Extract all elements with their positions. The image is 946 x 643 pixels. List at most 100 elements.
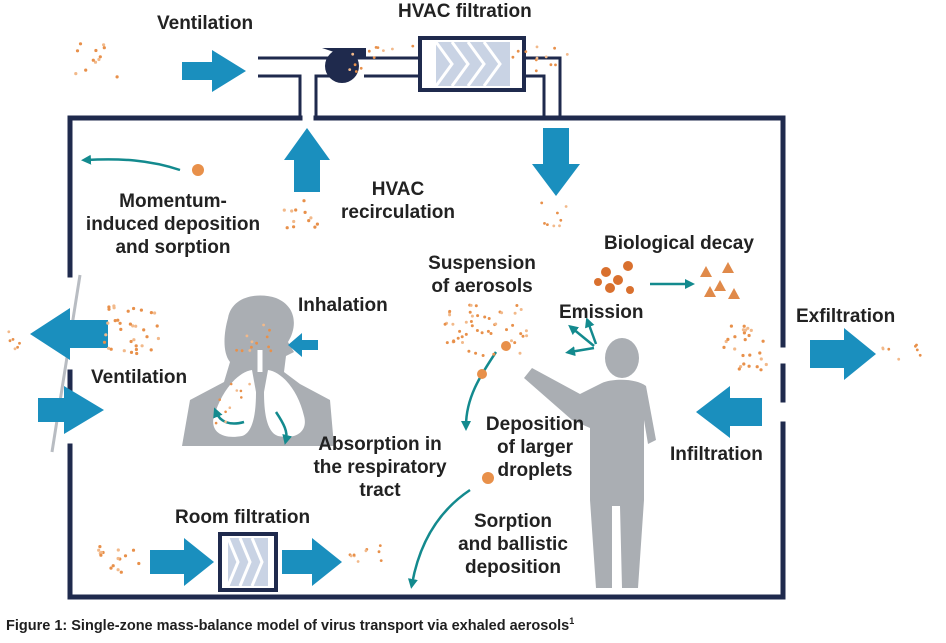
aerosol-particle (764, 362, 768, 367)
aerosol-particle (122, 349, 126, 353)
virus-particle (601, 267, 611, 277)
ventilation-in-arrow-left (38, 386, 104, 434)
label-deposition-1: Deposition (485, 414, 585, 435)
virus-particle (594, 278, 602, 286)
aerosol-particle (302, 199, 306, 203)
aerosol-particle (116, 568, 120, 572)
aerosol-particle (93, 60, 98, 64)
aerosol-particle (747, 364, 751, 368)
large-droplet (482, 472, 494, 484)
top-wall-left (67, 115, 303, 278)
aerosol-particle (464, 320, 468, 324)
caption-text: Figure 1: Single-zone mass-balance model… (6, 617, 570, 634)
aerosol-particle (382, 49, 385, 52)
label-infiltration: Infiltration (670, 444, 763, 465)
window-pane (50, 274, 82, 453)
aerosol-particle (742, 324, 746, 328)
airflow-arrows (30, 50, 876, 586)
aerosol-particle (313, 225, 317, 229)
aerosol-particle (78, 42, 83, 46)
aerosol-particle (119, 570, 123, 574)
aerosol-particle (445, 341, 449, 345)
aerosol-particle (460, 335, 464, 339)
aerosol-particle (733, 347, 737, 351)
aerosol-particle (282, 208, 286, 212)
aerosol-particle (235, 389, 239, 392)
aerosol-particle (269, 349, 273, 353)
aerosol-particle (524, 329, 528, 333)
aerosol-particle (722, 345, 726, 349)
aerosol-particle (118, 321, 122, 325)
aerosol-particle (469, 303, 473, 307)
aerosol-particle (97, 57, 101, 62)
aerosol-particle (134, 324, 138, 328)
aerosol-particle (115, 75, 119, 79)
aerosol-particle (104, 333, 108, 337)
aerosol-particle (747, 333, 751, 338)
aerosol-particle (475, 329, 479, 332)
aerosol-particle (140, 344, 144, 348)
aerosol-particle (549, 63, 553, 67)
label-room-filtration: Room filtration (175, 507, 311, 528)
aerosol-particle (748, 353, 752, 357)
aerosol-particle (129, 339, 133, 344)
aerosol-particle (348, 68, 352, 71)
aerosol-particle (107, 305, 111, 309)
aerosol-particle (881, 346, 885, 350)
aerosol-particle (468, 310, 472, 314)
aerosol-particle (214, 421, 218, 425)
aerosol-particle (292, 219, 296, 224)
aerosol-particle (761, 339, 765, 343)
aerosol-particle (515, 304, 519, 307)
aerosol-particle (131, 324, 135, 328)
aerosol-particle (556, 211, 559, 215)
aerosol-particle (741, 353, 745, 358)
decayed-fragment (722, 262, 734, 273)
lungs-icon (213, 350, 305, 445)
right-wall-bottom (67, 421, 786, 600)
virus-particle (626, 286, 634, 294)
aerosol-particles (7, 42, 922, 574)
aerosol-particle (116, 318, 120, 322)
aerosol-particle (285, 226, 289, 230)
aerosol-particle (307, 219, 311, 223)
aerosol-particle (248, 382, 251, 386)
aerosol-particle (294, 208, 298, 212)
label-absorption-1: Absorption in (318, 434, 442, 455)
aerosol-particle (739, 365, 743, 369)
label-suspension-2: of aerosols (431, 276, 533, 297)
aerosol-particle (248, 349, 252, 352)
aerosol-particle (558, 224, 561, 228)
decayed-fragment (700, 266, 712, 277)
aerosol-particle (139, 308, 143, 312)
aerosol-particle (153, 311, 157, 315)
aerosol-particle (914, 344, 917, 348)
aerosol-particle (467, 349, 471, 353)
aerosol-particle (378, 544, 382, 547)
aerosol-particle (726, 337, 730, 341)
hvac-filter-icon (418, 36, 526, 92)
aerosol-particle (470, 324, 474, 328)
aerosol-particle (98, 55, 102, 59)
aerosol-particle (245, 334, 249, 338)
aerosol-particle (112, 304, 116, 308)
aerosol-particle (74, 72, 78, 76)
label-sorption-1: Sorption (473, 511, 553, 532)
label-suspension-1: Suspension (428, 253, 536, 274)
caption-reference: 1 (569, 616, 575, 626)
figure-caption: Figure 1: Single-zone mass-balance model… (6, 616, 574, 634)
recirculation-up-arrow (284, 128, 330, 192)
aerosol-particle (743, 338, 747, 342)
label-momentum-3: and sorption (115, 237, 231, 258)
aerosol-particle (98, 545, 102, 549)
aerosol-particle (510, 339, 513, 343)
virus-particle (613, 275, 623, 285)
label-absorption-3: tract (359, 480, 401, 501)
aerosol-particle (516, 49, 520, 53)
aerosol-particle (456, 336, 460, 340)
decayed-fragment (714, 280, 726, 291)
aerosol-particle (758, 351, 762, 355)
aerosol-particle (565, 53, 569, 56)
aerosol-particle (126, 309, 130, 313)
